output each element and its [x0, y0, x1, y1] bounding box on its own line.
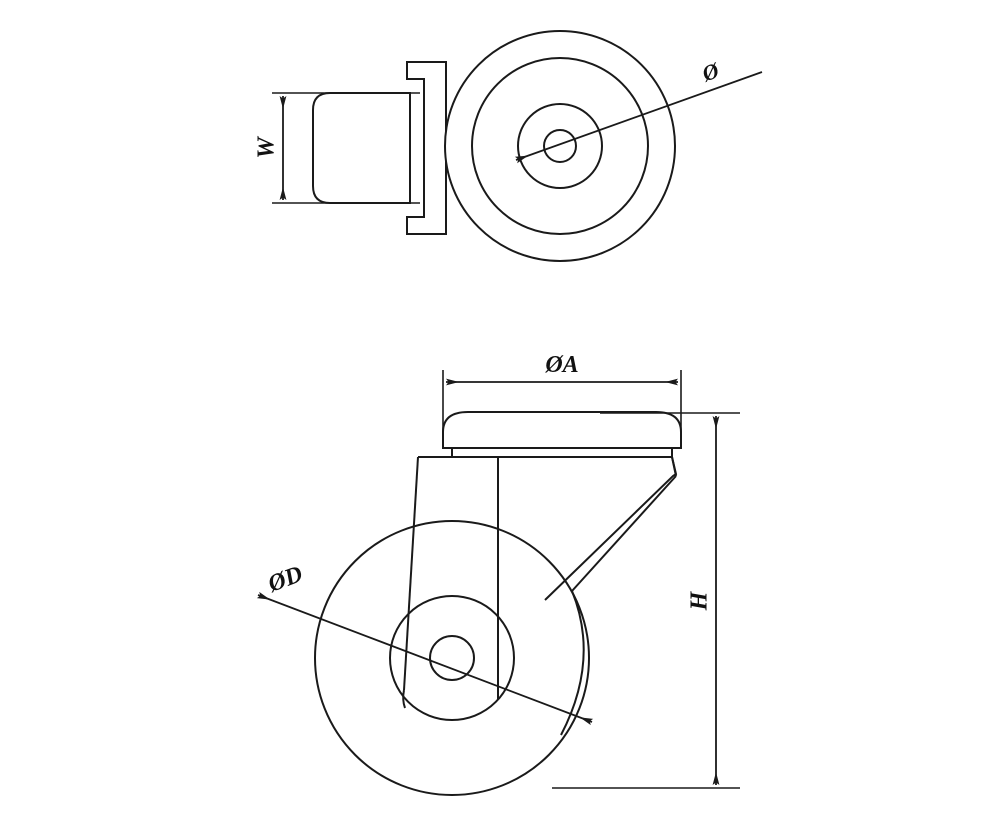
wheel-bore-circle [543, 129, 577, 163]
dia-a-label: ØA [544, 352, 578, 378]
top-plate-body [442, 411, 682, 449]
side-view-group: ØA ØD H [256, 352, 740, 796]
wheel-hub-circle [517, 103, 603, 189]
diameter-symbol-label: Ø [698, 57, 723, 87]
dia-d-leader-line [256, 591, 594, 726]
h-dimension-label: H [687, 590, 713, 611]
side-view-top-plate [442, 411, 682, 458]
wheel-outer-circle [444, 30, 676, 262]
top-view-group: W Ø [254, 30, 763, 262]
top-view-fork-bracket [406, 61, 447, 235]
dimension-w: W [254, 92, 420, 204]
dimension-dia-a: ØA [442, 352, 682, 432]
fork-right-diagonal [571, 475, 677, 592]
fork-outer-profile [418, 456, 678, 601]
fork-right-corner [671, 456, 677, 477]
dia-d-label: ØD [264, 561, 307, 598]
w-dimension-label: W [254, 136, 280, 159]
dimension-h: H [552, 412, 740, 789]
top-view-fork-leg [312, 92, 411, 204]
side-wheel-bore-circle [429, 635, 475, 681]
top-view-wheel [444, 30, 676, 262]
swivel-neck-band [451, 447, 673, 458]
diameter-leader-line [514, 71, 763, 164]
wheel-tread-inner-circle [471, 57, 649, 235]
